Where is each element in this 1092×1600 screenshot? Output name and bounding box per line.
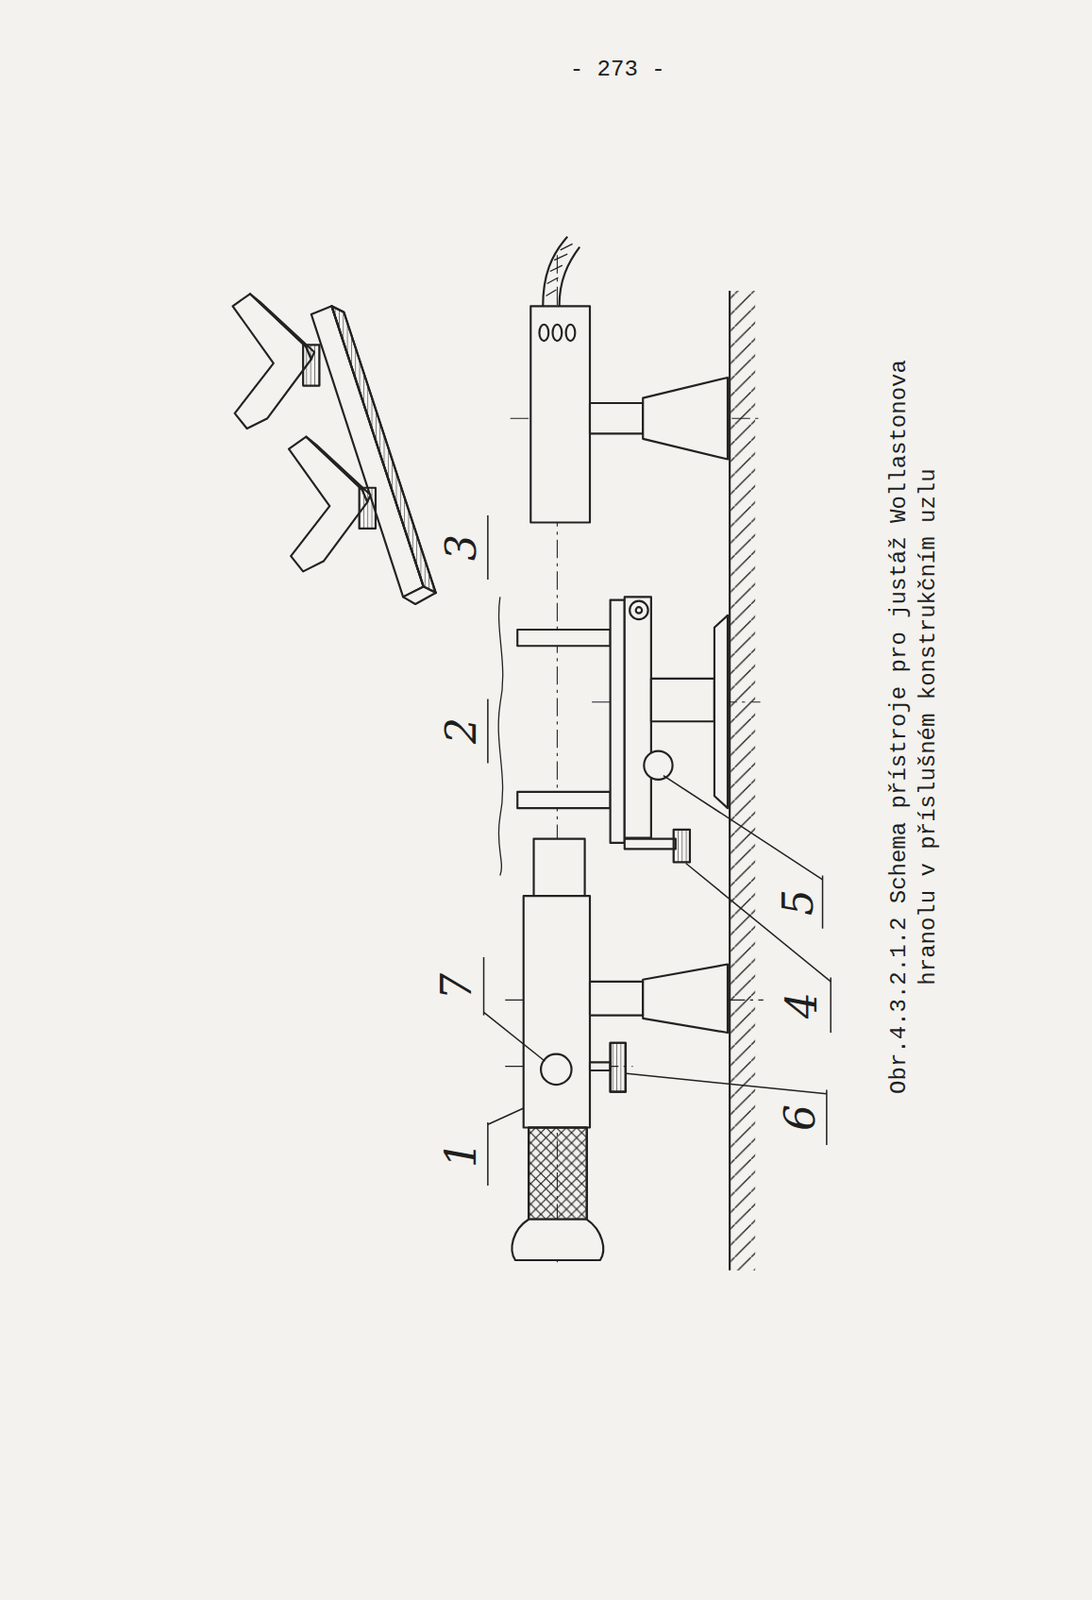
holder-part — [643, 751, 672, 780]
callout-number: 3 — [440, 534, 483, 561]
leader-line — [484, 1011, 546, 1061]
micrometer-part — [511, 1219, 604, 1260]
lamp-part — [530, 305, 590, 522]
leader-line — [686, 863, 832, 982]
prism-seat-view — [331, 305, 436, 593]
holder-part — [673, 829, 690, 863]
micrometer-part — [528, 1126, 588, 1219]
micrometer-part — [534, 839, 586, 897]
prism-seat-view — [331, 305, 436, 593]
leader-line — [483, 957, 486, 1016]
holder-part — [624, 839, 676, 850]
holder-part — [498, 596, 504, 875]
lamp-part — [589, 403, 643, 434]
leader-line — [487, 1122, 489, 1186]
lamp-part — [542, 236, 580, 307]
callout-number: 5 — [777, 889, 820, 916]
lamp-part — [642, 377, 728, 459]
holder-part — [517, 629, 610, 646]
leader-line — [829, 977, 832, 1033]
lamp-part — [538, 324, 549, 341]
page-number: - 273 - — [570, 58, 666, 82]
leader-line — [484, 515, 832, 1186]
holder-part — [636, 606, 642, 613]
holder-part — [651, 678, 715, 722]
callout-number: 2 — [440, 717, 483, 744]
holder-part — [624, 596, 652, 838]
lamp-part — [553, 324, 563, 341]
micrometer-part — [589, 981, 643, 1016]
micrometer-part — [511, 839, 727, 1260]
micrometer-part — [589, 1061, 611, 1071]
callout-number: 6 — [779, 1104, 822, 1131]
micrometer-part — [540, 1054, 572, 1085]
leader-line — [626, 1073, 827, 1094]
micrometer-part — [528, 1126, 588, 1219]
lamp-part — [566, 324, 576, 341]
ground-line — [728, 290, 731, 1271]
leader-line — [487, 698, 489, 763]
prism-seat-view — [359, 487, 376, 529]
leader-line — [487, 1108, 524, 1125]
micrometer-part — [610, 1042, 626, 1092]
lamp-part — [530, 236, 728, 523]
holder-part — [610, 600, 625, 843]
holder-part — [714, 615, 728, 808]
center-line — [504, 254, 764, 1265]
holder-part — [517, 791, 610, 808]
prism-seat-view — [403, 587, 437, 605]
prism-seat-view — [233, 293, 437, 605]
callout-number: 7 — [436, 973, 478, 1000]
leader-line — [822, 874, 824, 928]
micrometer-part — [610, 1042, 626, 1092]
micrometer-part — [523, 895, 590, 1127]
figure-caption: Obr.4.3.2.1.2 Schema přístroje pro justá… — [884, 320, 943, 1133]
leader-line — [825, 1090, 828, 1145]
ground-line — [729, 290, 756, 1271]
micrometer-part — [642, 964, 728, 1033]
holder-part — [498, 596, 728, 875]
leader-line — [487, 515, 489, 580]
callout-number: 1 — [440, 1141, 483, 1168]
prism-seat-view — [302, 344, 320, 386]
lamp-part — [546, 243, 573, 296]
ground-line — [730, 290, 756, 1271]
callout-number: 4 — [781, 991, 824, 1019]
holder-part — [629, 601, 648, 620]
